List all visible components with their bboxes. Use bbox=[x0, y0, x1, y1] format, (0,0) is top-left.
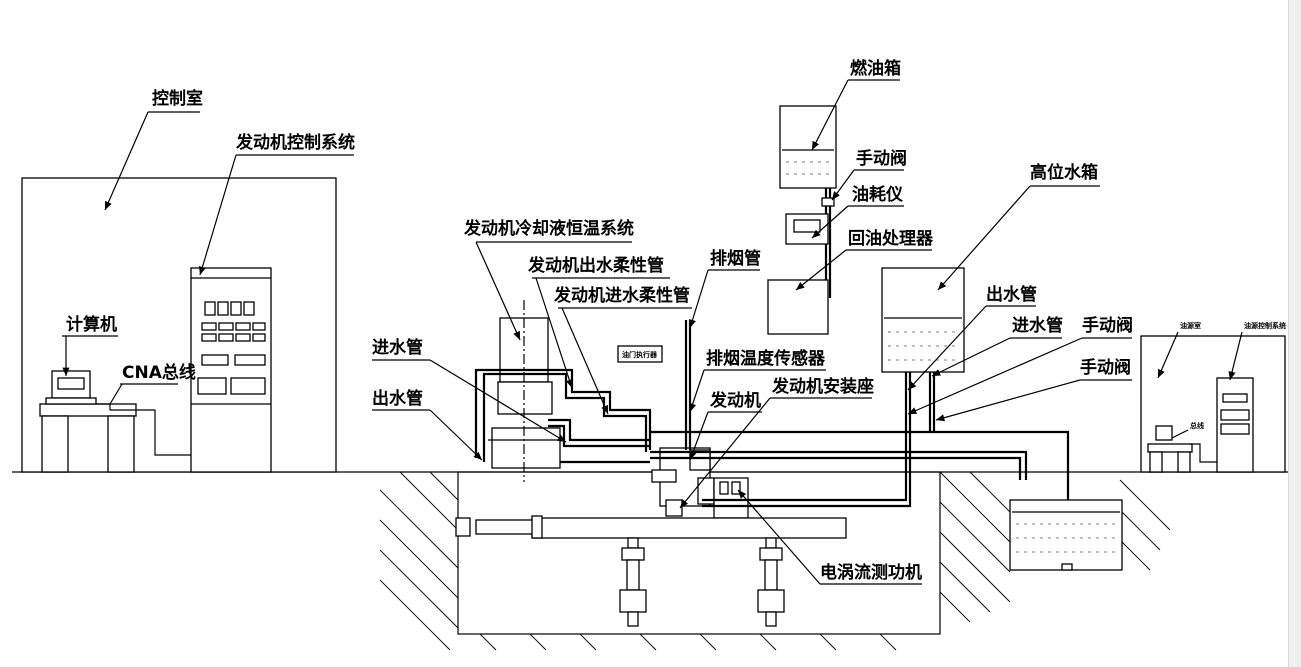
label-control-room: 控制室 bbox=[152, 88, 203, 109]
computer-desk bbox=[39, 370, 137, 473]
label-dynamometer: 电涡流测功机 bbox=[820, 562, 922, 583]
label-inlet-pipe-left: 进水管 bbox=[372, 337, 423, 358]
label-high-water-tank: 高位水箱 bbox=[1030, 162, 1098, 183]
pit bbox=[379, 471, 1171, 651]
cna-bus-cable bbox=[96, 403, 191, 456]
label-fuel-meter: 油耗仪 bbox=[852, 184, 904, 205]
engine-bed bbox=[455, 515, 847, 549]
label-outlet-pipe-right: 出水管 bbox=[986, 284, 1037, 305]
label-mini-room: 油源室 bbox=[1180, 321, 1201, 330]
label-engine: 发动机 bbox=[709, 390, 761, 411]
mini-control-room bbox=[1140, 335, 1286, 473]
label-manual-valve-2: 手动阀 bbox=[1080, 357, 1131, 378]
label-engine-mount: 发动机安装座 bbox=[771, 376, 874, 397]
label-outlet-pipe-left: 出水管 bbox=[372, 388, 423, 409]
label-inlet-pipe-right: 进水管 bbox=[1012, 315, 1063, 336]
label-computer: 计算机 bbox=[66, 314, 117, 335]
leader-lines bbox=[62, 79, 1243, 585]
bed-supports bbox=[619, 547, 785, 627]
label-inlet-hose: 发动机进水柔性管 bbox=[553, 285, 690, 306]
label-outlet-hose: 发动机出水柔性管 bbox=[527, 255, 664, 276]
label-manual-valve-fuel: 手动阀 bbox=[856, 148, 907, 169]
underground-water-tank bbox=[1009, 499, 1123, 571]
label-coolant-system: 发动机冷却液恒温系统 bbox=[463, 218, 634, 239]
label-manual-valve-1: 手动阀 bbox=[1082, 315, 1133, 336]
labels: 控制室 发动机控制系统 计算机 CNA总线 发动机冷却液恒温系统 发动机出水柔性… bbox=[66, 58, 1286, 583]
fuel-system bbox=[767, 105, 837, 335]
control-room bbox=[21, 177, 337, 473]
exhaust-pipe bbox=[684, 320, 692, 450]
label-engine-control-system: 发动机控制系统 bbox=[235, 132, 355, 153]
engine-control-cabinet bbox=[190, 267, 272, 473]
label-cna-bus: CNA总线 bbox=[122, 362, 196, 383]
label-fuel-tank: 燃油箱 bbox=[850, 58, 901, 79]
throttle-actuator-box bbox=[617, 345, 663, 363]
label-throttle-actuator: 油门执行器 bbox=[622, 350, 658, 359]
coolant-system-unit bbox=[488, 300, 565, 482]
high-water-tank bbox=[881, 267, 965, 373]
dynamometer-unit bbox=[713, 477, 749, 519]
label-exhaust-pipe: 排烟管 bbox=[710, 248, 761, 269]
label-mini-bus: 总线 bbox=[1190, 421, 1204, 430]
label-return-oil-processor: 回油处理器 bbox=[848, 228, 934, 249]
label-mini-control: 油源控制系统 bbox=[1244, 321, 1286, 330]
label-exhaust-temp-sensor: 排烟温度传感器 bbox=[706, 348, 826, 369]
window-scrollbar[interactable] bbox=[1288, 0, 1301, 667]
